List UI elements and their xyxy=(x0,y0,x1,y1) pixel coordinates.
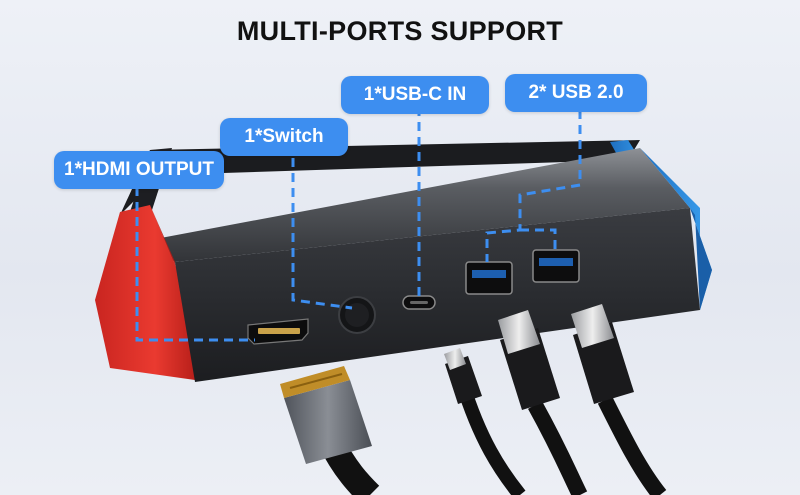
usb-a-pointer-line-2 xyxy=(520,228,557,250)
hdmi-port-icon xyxy=(247,318,309,345)
switch-label: 1*Switch xyxy=(220,118,348,156)
usb-a-cable-icon xyxy=(498,304,667,495)
usb-a-pointer-line xyxy=(485,110,582,262)
pointer-lines xyxy=(135,107,582,342)
switch-pointer-line xyxy=(291,158,353,310)
hdmi-pointer-line xyxy=(135,187,255,342)
dock-blue-side xyxy=(640,148,712,310)
usb-c-cable-icon xyxy=(444,348,526,495)
page-headline: MULTI-PORTS SUPPORT xyxy=(236,16,564,46)
usb-2-label: 2* USB 2.0 xyxy=(505,74,647,112)
hdmi-cable-icon xyxy=(280,366,380,495)
hdmi-output-label: 1*HDMI OUTPUT xyxy=(54,151,224,189)
usb-a-port-icon xyxy=(465,249,580,295)
usb-c-port-icon xyxy=(402,295,436,310)
power-button-icon xyxy=(338,296,376,334)
dock-red-side xyxy=(95,205,195,380)
usb-c-in-label: 1*USB-C IN xyxy=(341,76,489,114)
